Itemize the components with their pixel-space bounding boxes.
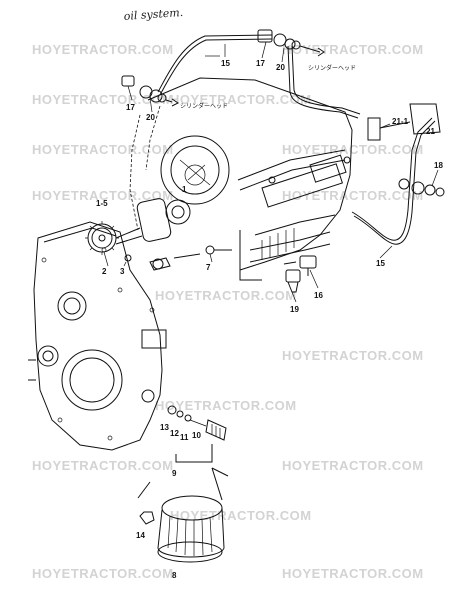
callout-10: 10 [192, 431, 201, 440]
top-banjo-fitting [257, 29, 325, 57]
filter-fittings [167, 405, 227, 463]
watermark: HOYETRACTOR.COM [32, 42, 174, 57]
callout-7: 7 [206, 263, 211, 272]
watermark: HOYETRACTOR.COM [32, 92, 174, 107]
cylinder-head-label-top: シリンダーヘッド [308, 64, 356, 72]
watermark: HOYETRACTOR.COM [282, 566, 424, 581]
pressure-switch-and-plug [283, 255, 317, 293]
callout-20-left: 20 [146, 113, 155, 122]
callout-21: 21 [426, 127, 435, 136]
callout-12: 12 [170, 429, 179, 438]
callout-21-1: 21-1 [392, 117, 409, 126]
callout-15-right: 15 [376, 259, 385, 268]
watermark: HOYETRACTOR.COM [32, 458, 174, 473]
bracket-21 [409, 103, 441, 135]
diagram-title: oil system. [123, 6, 183, 23]
callout-labels: 15 17 20 シリンダーヘッド 17 20 シリンダーヘッド 21-1 21… [96, 59, 443, 580]
cylinder-head-label-left: シリンダーヘッド [180, 102, 228, 110]
callout-8: 8 [172, 571, 177, 580]
watermark: HOYETRACTOR.COM [155, 288, 297, 303]
watermark: HOYETRACTOR.COM [282, 142, 424, 157]
watermark: HOYETRACTOR.COM [282, 42, 424, 57]
callout-17-left: 17 [126, 103, 135, 112]
gear-case-cover [28, 221, 167, 451]
watermarks: HOYETRACTOR.COM HOYETRACTOR.COM HOYETRAC… [32, 42, 424, 581]
watermark: HOYETRACTOR.COM [282, 348, 424, 363]
callout-2: 2 [102, 267, 107, 276]
engine-block [129, 77, 353, 281]
watermark: HOYETRACTOR.COM [170, 92, 312, 107]
oil-pump-gear [85, 198, 232, 271]
callout-1-5: 1-5 [96, 199, 108, 208]
watermark: HOYETRACTOR.COM [170, 508, 312, 523]
callout-20-top: 20 [276, 63, 285, 72]
callout-19: 19 [290, 305, 299, 314]
callout-3: 3 [120, 267, 125, 276]
right-oil-pipe [351, 103, 445, 245]
watermark: HOYETRACTOR.COM [155, 398, 297, 413]
pipe-clamp-bracket [367, 117, 381, 141]
callout-1: 1 [182, 185, 187, 194]
watermark: HOYETRACTOR.COM [32, 188, 174, 203]
watermark: HOYETRACTOR.COM [282, 458, 424, 473]
callout-15-top: 15 [221, 59, 230, 68]
watermark: HOYETRACTOR.COM [32, 142, 174, 157]
callout-18: 18 [434, 161, 443, 170]
callout-14: 14 [136, 531, 145, 540]
leader-lines [103, 41, 439, 303]
callout-17-top: 17 [256, 59, 265, 68]
callout-16: 16 [314, 291, 323, 300]
callout-9: 9 [172, 469, 177, 478]
watermark: HOYETRACTOR.COM [32, 566, 174, 581]
callout-11: 11 [180, 433, 189, 442]
watermark: HOYETRACTOR.COM [282, 188, 424, 203]
oil-filter [137, 467, 229, 563]
callout-13: 13 [160, 423, 169, 432]
